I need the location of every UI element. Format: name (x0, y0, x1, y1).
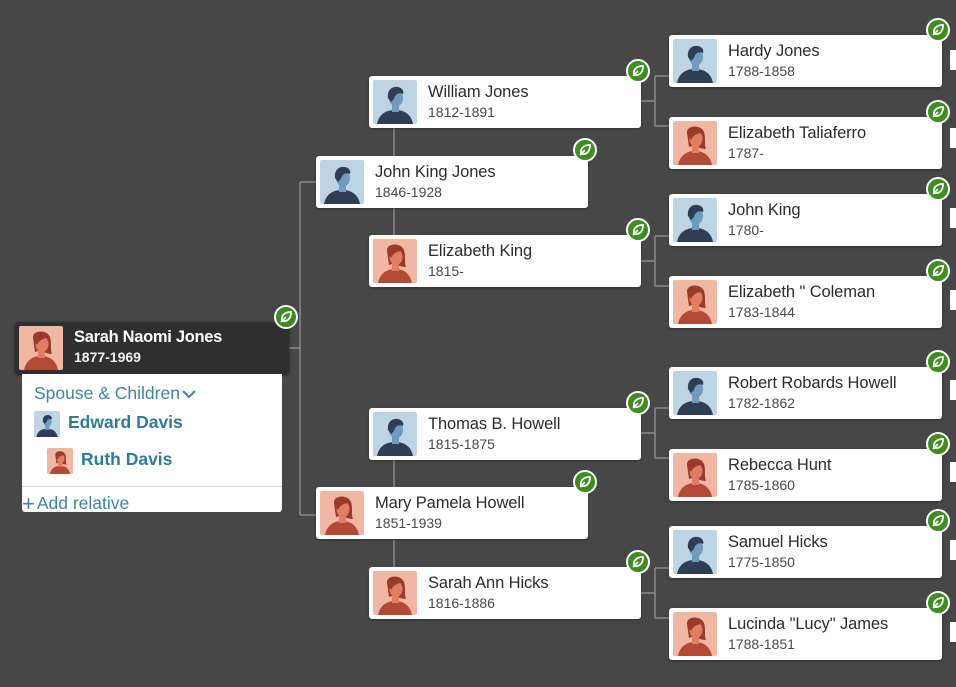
male-avatar-icon (373, 412, 417, 456)
add-relative-label: Add relative (36, 493, 130, 513)
person-name: Sarah Naomi Jones (74, 328, 223, 346)
person-dates: 1846-1928 (375, 184, 442, 200)
person-card-gen3[interactable]: Robert Robards Howell 1782-1862 (669, 367, 942, 419)
add-relative-button[interactable]: +Add relative (22, 489, 130, 516)
person-card-mother[interactable]: Mary Pamela Howell 1851-1939 (316, 487, 588, 539)
person-name: Samuel Hicks (728, 533, 828, 551)
spouse-name: Edward Davis (68, 412, 183, 432)
person-dates: 1815-1875 (428, 436, 495, 452)
spouse-children-label: Spouse & Children (34, 383, 180, 403)
female-avatar-icon (19, 326, 63, 370)
person-card-gen3[interactable]: Hardy Jones 1788-1858 (669, 35, 942, 87)
person-card-gen3[interactable]: Samuel Hicks 1775-1850 (669, 526, 942, 578)
person-name: William Jones (428, 83, 529, 101)
female-avatar-icon (673, 612, 717, 656)
male-avatar-icon (673, 530, 717, 574)
child-row[interactable]: Ruth Davis (47, 448, 247, 476)
female-avatar-icon (47, 448, 73, 474)
leaf-hint-icon[interactable] (573, 470, 597, 494)
leaf-hint-icon[interactable] (926, 100, 950, 124)
person-dates: 1877-1969 (74, 349, 141, 365)
person-dates: 1816-1886 (428, 595, 495, 611)
person-dates: 1780- (728, 222, 764, 238)
person-name: Elizabeth King (428, 242, 533, 260)
person-dates: 1775-1850 (728, 554, 795, 570)
female-avatar-icon (320, 491, 364, 535)
person-name: Thomas B. Howell (428, 415, 561, 433)
person-card-paternal-grandfather[interactable]: William Jones 1812-1891 (369, 76, 641, 128)
spouse-row[interactable]: Edward Davis (34, 411, 234, 439)
person-card-father[interactable]: John King Jones 1846-1928 (316, 156, 588, 208)
person-name: Hardy Jones (728, 42, 820, 60)
divider (22, 486, 282, 487)
male-avatar-icon (34, 411, 60, 437)
person-card-gen3[interactable]: Lucinda "Lucy" James 1788-1851 (669, 608, 942, 660)
person-name: Lucinda "Lucy" James (728, 615, 889, 633)
person-name: Mary Pamela Howell (375, 494, 525, 512)
person-card-gen3[interactable]: John King 1780- (669, 194, 942, 246)
person-dates: 1788-1858 (728, 63, 795, 79)
leaf-hint-icon[interactable] (626, 550, 650, 574)
leaf-hint-icon[interactable] (926, 432, 950, 456)
chevron-down-icon (182, 383, 196, 404)
female-avatar-icon (673, 280, 717, 324)
person-name: John King (728, 201, 801, 219)
leaf-hint-icon[interactable] (274, 305, 298, 329)
leaf-hint-icon[interactable] (926, 259, 950, 283)
person-dates: 1788-1851 (728, 636, 795, 652)
leaf-hint-icon[interactable] (926, 18, 950, 42)
person-dates: 1783-1844 (728, 304, 795, 320)
person-card-gen3[interactable]: Rebecca Hunt 1785-1860 (669, 449, 942, 501)
leaf-hint-icon[interactable] (926, 177, 950, 201)
male-avatar-icon (673, 198, 717, 242)
person-dates: 1812-1891 (428, 104, 495, 120)
leaf-hint-icon[interactable] (926, 350, 950, 374)
female-avatar-icon (373, 239, 417, 283)
person-dates: 1782-1862 (728, 395, 795, 411)
person-card-gen3[interactable]: Elizabeth " Coleman 1783-1844 (669, 276, 942, 328)
person-dates: 1851-1939 (375, 515, 442, 531)
person-card-paternal-grandmother[interactable]: Elizabeth King 1815- (369, 235, 641, 287)
male-avatar-icon (673, 39, 717, 83)
leaf-hint-icon[interactable] (626, 218, 650, 242)
leaf-hint-icon[interactable] (626, 59, 650, 83)
child-name: Ruth Davis (81, 449, 173, 469)
male-avatar-icon (320, 160, 364, 204)
person-name: Sarah Ann Hicks (428, 574, 549, 592)
person-card-gen3[interactable]: Elizabeth Taliaferro 1787- (669, 117, 942, 169)
person-dates: 1785-1860 (728, 477, 795, 493)
family-panel: Spouse & Children Edward Davis Ruth Davi… (22, 374, 282, 516)
person-dates: 1787- (728, 145, 764, 161)
female-avatar-icon (673, 453, 717, 497)
spouse-children-toggle[interactable]: Spouse & Children (34, 383, 196, 404)
plus-icon: + (22, 491, 35, 516)
male-avatar-icon (373, 80, 417, 124)
female-avatar-icon (373, 571, 417, 615)
person-name: Elizabeth " Coleman (728, 283, 876, 301)
leaf-hint-icon[interactable] (926, 509, 950, 533)
person-name: Elizabeth Taliaferro (728, 124, 867, 142)
person-card-maternal-grandmother[interactable]: Sarah Ann Hicks 1816-1886 (369, 567, 641, 619)
leaf-hint-icon[interactable] (926, 591, 950, 615)
person-card-maternal-grandfather[interactable]: Thomas B. Howell 1815-1875 (369, 408, 641, 460)
person-name: Robert Robards Howell (728, 374, 897, 392)
female-avatar-icon (673, 121, 717, 165)
focus-person-card[interactable]: Sarah Naomi Jones 1877-1969 (15, 322, 289, 374)
male-avatar-icon (673, 371, 717, 415)
leaf-hint-icon[interactable] (573, 138, 597, 162)
person-name: John King Jones (375, 163, 496, 181)
leaf-hint-icon[interactable] (626, 391, 650, 415)
person-name: Rebecca Hunt (728, 456, 832, 474)
person-dates: 1815- (428, 263, 464, 279)
